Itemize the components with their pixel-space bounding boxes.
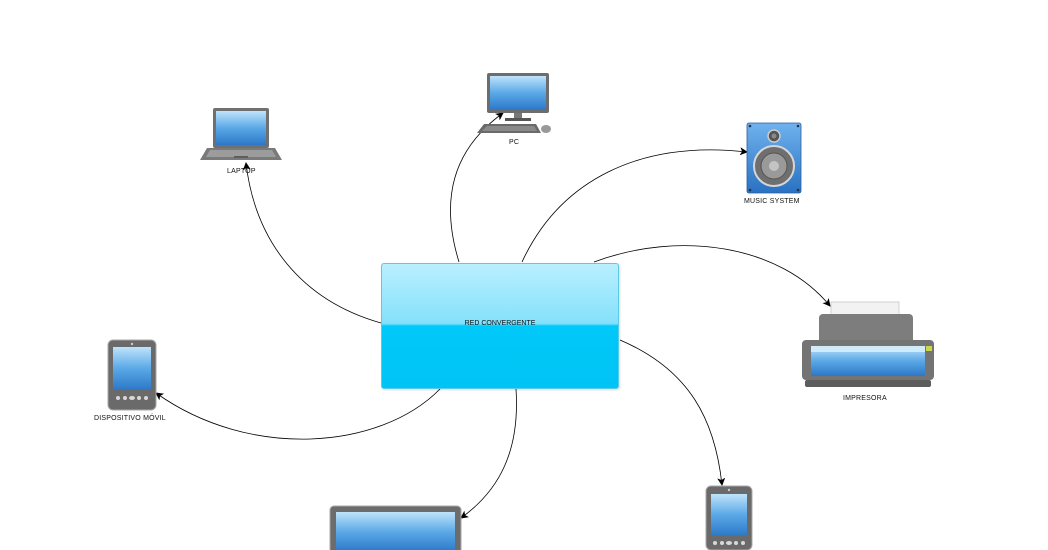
laptop-label: LAPTOP <box>227 168 256 175</box>
connector-music <box>521 147 748 263</box>
speaker-icon <box>746 122 802 194</box>
printer-label: IMPRESORA <box>843 395 887 402</box>
pc-label: PC <box>509 139 520 146</box>
printer-icon <box>802 301 934 387</box>
monitor-icon <box>329 505 462 550</box>
connector-laptop <box>242 162 382 324</box>
mobile-device-icon <box>107 339 157 411</box>
mobile-device-icon-2 <box>705 485 753 550</box>
connector-pc <box>450 112 504 263</box>
hub-label: RED CONVERGENTE <box>464 320 536 327</box>
laptop-icon <box>200 108 282 160</box>
hub-node[interactable]: RED CONVERGENTE <box>381 263 619 389</box>
connector-mobile <box>155 388 441 440</box>
connector-monitor <box>460 388 517 519</box>
connector-printer <box>593 245 831 307</box>
mobile-device-label: DISPOSITIVO MÓVIL <box>94 415 166 422</box>
connector-tablet <box>619 339 726 486</box>
desktop-computer-icon <box>477 73 551 133</box>
music-system-label: MUSIC SYSTEM <box>744 198 800 205</box>
